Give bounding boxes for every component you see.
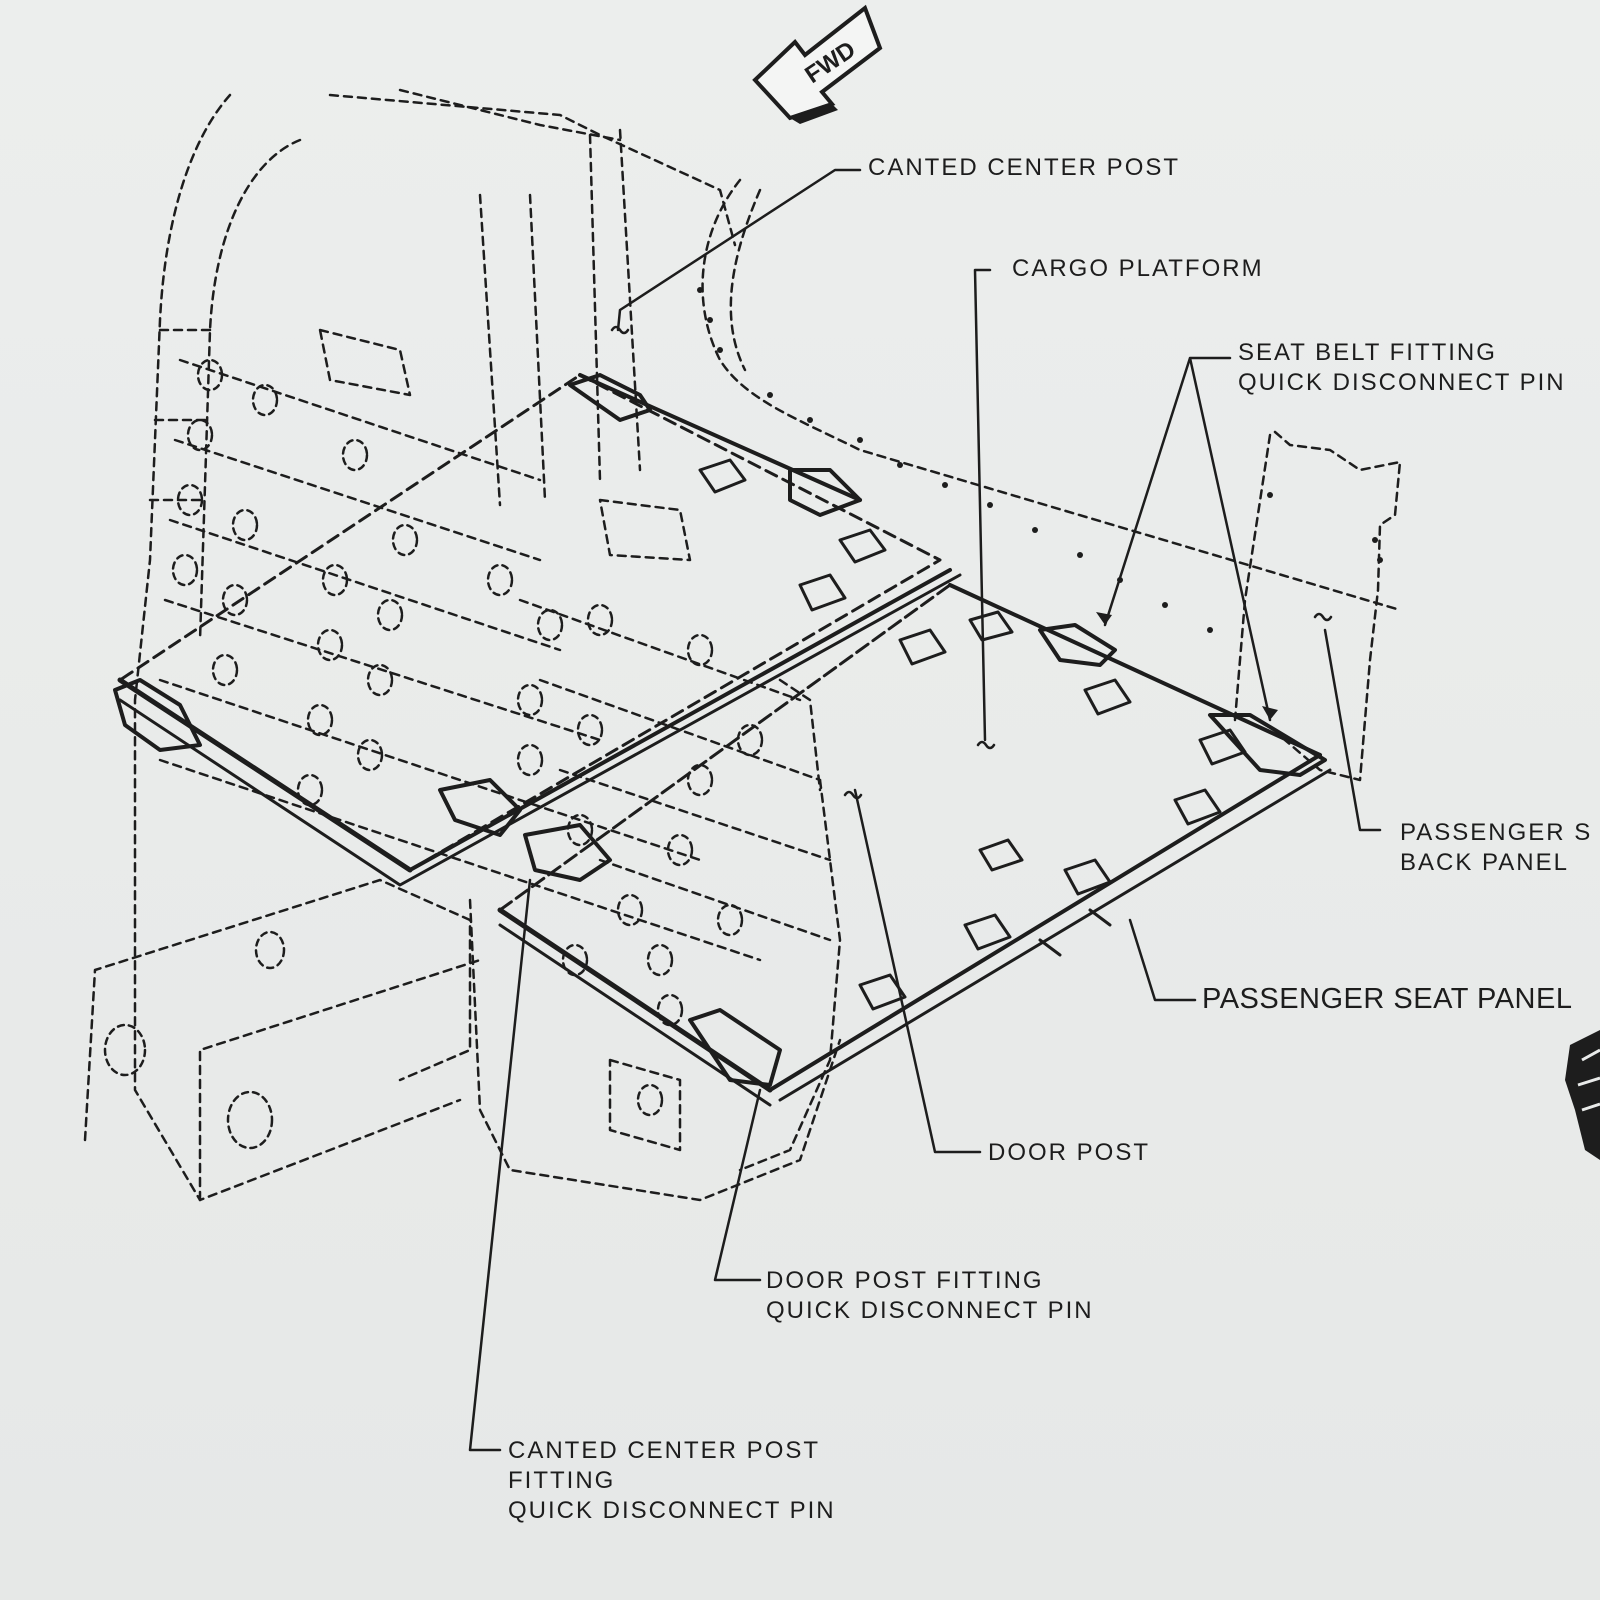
leader-passenger-back-panel [1323,628,1382,832]
leader-canted-center-post [616,168,862,332]
callout-line: PASSENGER S [1400,819,1593,846]
leader-arrowheads [1096,612,1278,720]
left-bulkhead-outline [83,88,1402,1202]
callout-line: BACK PANEL [1400,849,1569,876]
fwd-arrow-icon: FWD [752,4,883,124]
callout-line: FITTING [508,1467,616,1494]
callout-seat-belt-fitting: SEAT BELT FITTING QUICK DISCONNECT PIN [1238,338,1566,398]
quick-disconnect-fittings [113,373,1327,1087]
callout-door-post: DOOR POST [988,1139,1151,1166]
leader-door-post-fitting [713,1088,762,1282]
lightening-holes [103,358,764,1150]
leader-lines [468,168,1382,1452]
passenger-seat-panel-outline [117,373,962,887]
leader-passenger-seat-panel [1128,918,1197,1002]
callout-line: QUICK DISCONNECT PIN [1238,369,1566,396]
tie-down-rings [698,458,1247,1011]
callout-cargo-platform: CARGO PLATFORM [1012,255,1264,282]
leader-seat-belt-fitting [1103,356,1272,722]
leader-canted-center-post-fitting [468,878,532,1452]
sidewall-rivets [697,287,1383,633]
hand-pointer-icon [1565,1030,1600,1160]
callout-line: SEAT BELT FITTING [1238,339,1497,366]
callout-line: CANTED CENTER POST [508,1437,821,1464]
callout-line: DOOR POST FITTING [766,1267,1044,1294]
callout-passenger-seat-panel: PASSENGER SEAT PANEL [1202,983,1573,1015]
reference-squiggles [610,325,1333,800]
callout-passenger-back-panel: PASSENGER S BACK PANEL [1400,818,1592,878]
callout-canted-center-post: CANTED CENTER POST [868,154,1181,181]
callout-line: QUICK DISCONNECT PIN [508,1497,836,1524]
callout-line: QUICK DISCONNECT PIN [766,1297,1094,1324]
callout-door-post-fitting: DOOR POST FITTING QUICK DISCONNECT PIN [766,1266,1094,1326]
callout-canted-center-post-fitting: CANTED CENTER POST FITTING QUICK DISCONN… [508,1436,836,1526]
leader-cargo-platform [973,268,992,742]
leader-door-post [853,788,982,1154]
